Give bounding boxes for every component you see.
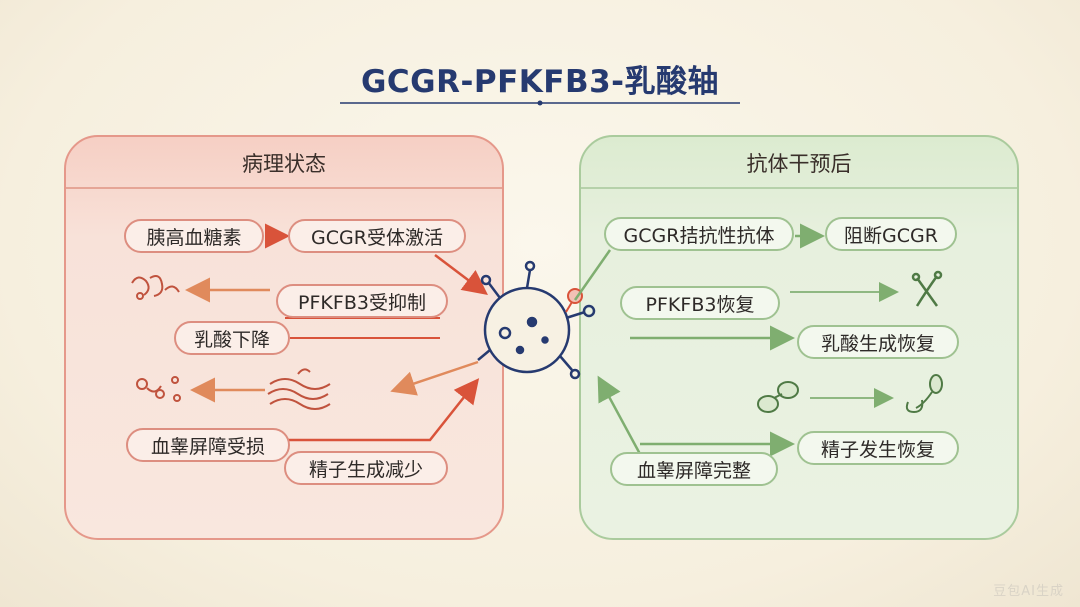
node-pfkfb3-inhibited: PFKFB3受抑制 <box>276 284 448 318</box>
intervention-heading: 抗体干预后 <box>581 137 1017 189</box>
node-barrier-damage: 血睾屏障受损 <box>126 428 290 462</box>
node-gcgr-activation: GCGR受体激活 <box>288 219 466 253</box>
pathology-heading: 病理状态 <box>66 137 502 189</box>
arrow-cell-to-tissue <box>390 360 479 396</box>
wavy-tissue-icon <box>267 368 331 410</box>
healthy-sperm-icon <box>905 374 943 414</box>
sperm-cells-icon <box>757 381 799 413</box>
watermark: 豆包AI生成 <box>993 584 1064 599</box>
node-lactate-restore: 乳酸生成恢复 <box>797 325 959 359</box>
arrow-gcgr-to-cell <box>434 254 488 296</box>
node-glucagon: 胰高血糖素 <box>124 219 264 253</box>
title-underline <box>340 100 740 106</box>
arrow-barrier-to-cell-right <box>597 375 642 455</box>
scattered-sperm-icon <box>136 376 181 402</box>
node-spermatogenesis-decrease: 精子生成减少 <box>284 451 448 485</box>
receptor-marker-icon <box>565 288 583 313</box>
x-mark-icon <box>911 270 943 307</box>
arrow-antibody-to-cell <box>573 249 612 301</box>
arrow-barrier-to-cell <box>285 378 480 442</box>
node-lactate-decrease: 乳酸下降 <box>174 321 290 355</box>
node-block-gcgr: 阻断GCGR <box>825 217 957 251</box>
node-pfkfb3-restore: PFKFB3恢复 <box>620 286 780 320</box>
node-spermatogenesis-restore: 精子发生恢复 <box>797 431 959 465</box>
broken-sperm-icon <box>131 275 180 300</box>
node-barrier-intact: 血睾屏障完整 <box>610 452 778 486</box>
node-gcgr-antibody: GCGR拮抗性抗体 <box>604 217 794 251</box>
diagram-title: GCGR-PFKFB3-乳酸轴 <box>360 64 720 100</box>
cell-receptor-icon <box>477 260 596 380</box>
